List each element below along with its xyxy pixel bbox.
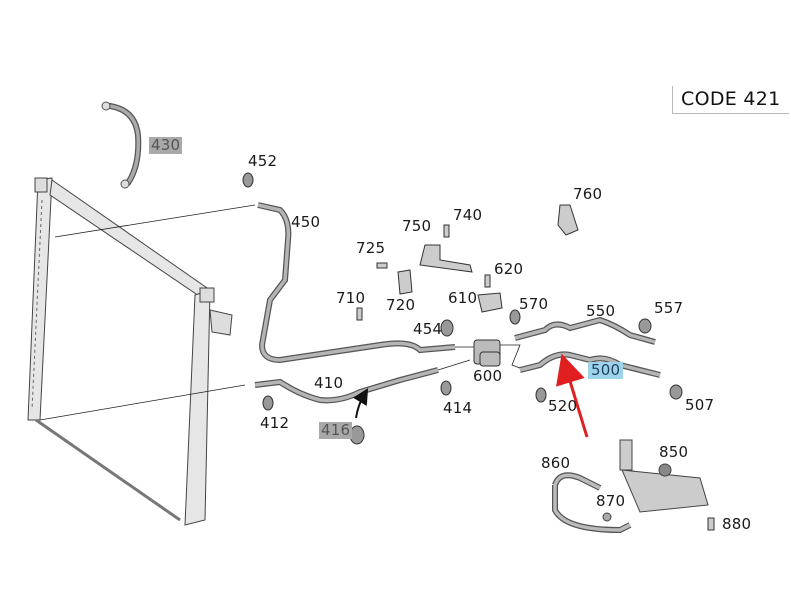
part-label-454[interactable]: 454 bbox=[413, 320, 443, 338]
part-label-410[interactable]: 410 bbox=[314, 374, 344, 392]
radiator bbox=[27, 177, 233, 526]
indicator-arrow-416 bbox=[353, 388, 369, 419]
brackets bbox=[356, 204, 715, 531]
hose-550 bbox=[514, 316, 656, 345]
part-label-760[interactable]: 760 bbox=[573, 185, 603, 203]
part-label-570[interactable]: 570 bbox=[519, 295, 549, 313]
part-label-557[interactable]: 557 bbox=[654, 299, 684, 317]
part-label-412[interactable]: 412 bbox=[260, 414, 290, 432]
part-label-740[interactable]: 740 bbox=[453, 206, 483, 224]
part-label-860[interactable]: 860 bbox=[541, 454, 571, 472]
hose-430 bbox=[101, 101, 142, 189]
part-label-620[interactable]: 620 bbox=[494, 260, 524, 278]
part-label-750[interactable]: 750 bbox=[402, 217, 432, 235]
part-label-430[interactable]: 430 bbox=[149, 136, 183, 154]
part-label-850[interactable]: 850 bbox=[659, 443, 689, 461]
part-label-452[interactable]: 452 bbox=[248, 152, 278, 170]
pipe-410 bbox=[254, 367, 439, 404]
part-label-500[interactable]: 500 bbox=[588, 362, 624, 379]
code-label: CODE 421 bbox=[672, 86, 789, 114]
part-label-550[interactable]: 550 bbox=[586, 302, 616, 320]
part-label-725[interactable]: 725 bbox=[356, 239, 386, 257]
part-label-416[interactable]: 416 bbox=[319, 421, 353, 439]
heater-assembly bbox=[552, 439, 709, 534]
part-label-600[interactable]: 600 bbox=[473, 367, 503, 385]
part-label-507[interactable]: 507 bbox=[685, 396, 715, 414]
pointer-arrow bbox=[556, 353, 589, 438]
part-label-710[interactable]: 710 bbox=[336, 289, 366, 307]
valve-600 bbox=[473, 339, 501, 367]
pipe-450 bbox=[257, 202, 456, 364]
part-label-870[interactable]: 870 bbox=[596, 492, 626, 510]
part-label-720[interactable]: 720 bbox=[386, 296, 416, 314]
part-label-520[interactable]: 520 bbox=[548, 397, 578, 415]
part-label-450[interactable]: 450 bbox=[291, 213, 321, 231]
part-label-414[interactable]: 414 bbox=[443, 399, 473, 417]
seals bbox=[242, 172, 683, 445]
part-label-610[interactable]: 610 bbox=[448, 289, 478, 307]
part-label-880[interactable]: 880 bbox=[722, 515, 752, 533]
